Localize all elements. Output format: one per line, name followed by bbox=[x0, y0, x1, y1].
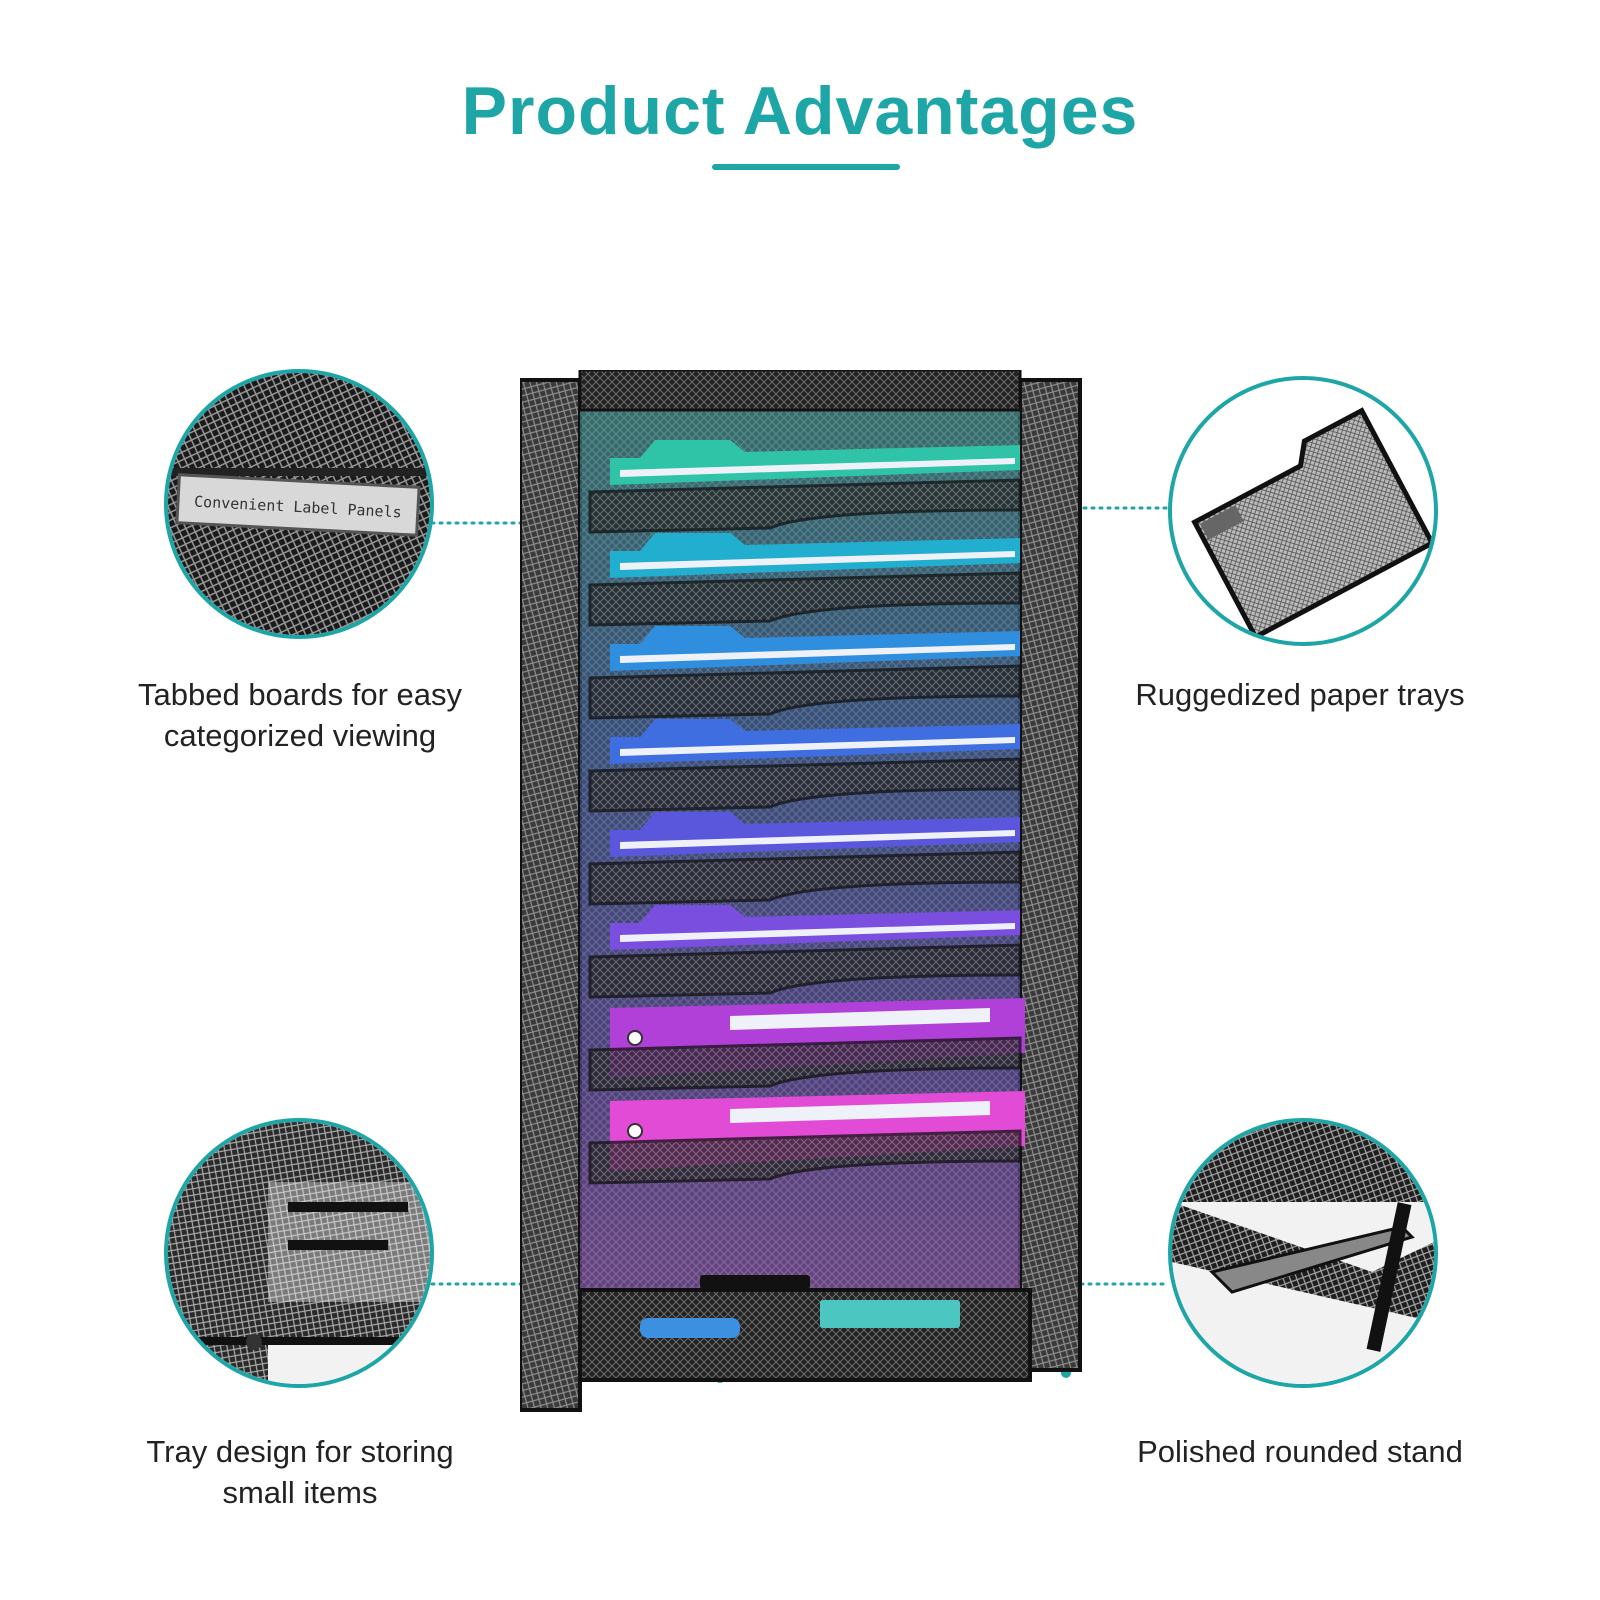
tray-lip bbox=[588, 1036, 1022, 1092]
paper-edge bbox=[620, 458, 1015, 477]
folder-tray-3 bbox=[588, 626, 1022, 720]
tray-lip bbox=[588, 571, 1022, 627]
wall-file-organizer bbox=[520, 370, 1082, 1412]
bottom-storage-tray bbox=[578, 1275, 1032, 1382]
folder-tray-6 bbox=[588, 905, 1022, 999]
page-title: Product Advantages bbox=[461, 73, 1139, 149]
feature-circle-rounded-stand bbox=[1168, 1118, 1438, 1388]
caption-line: small items bbox=[222, 1475, 378, 1510]
stand-detail-icon bbox=[1172, 1122, 1434, 1384]
paper-edge bbox=[620, 644, 1015, 663]
tray-detail-icon bbox=[168, 1122, 430, 1384]
tray-lip bbox=[588, 943, 1022, 999]
paper-edge bbox=[620, 737, 1015, 756]
paper-edge bbox=[620, 830, 1015, 849]
right-side-panel bbox=[1018, 378, 1082, 1372]
marker-item bbox=[640, 1318, 740, 1338]
folder-tray-8 bbox=[588, 1091, 1025, 1185]
binder-label-strip bbox=[730, 1101, 990, 1123]
folder-tray-5 bbox=[588, 812, 1022, 906]
paper-edge bbox=[620, 923, 1015, 942]
caption-rounded-stand: Polished rounded stand bbox=[1110, 1431, 1490, 1472]
caption-storage-tray: Tray design for storing small items bbox=[110, 1431, 490, 1513]
folder-tray-4 bbox=[588, 719, 1022, 813]
binder-ring-hole bbox=[627, 1030, 643, 1046]
feature-circle-label-panels: Convenient Label Panels bbox=[164, 369, 434, 639]
binder-ring-hole bbox=[627, 1123, 643, 1139]
sticky-notes-item bbox=[820, 1300, 960, 1328]
feature-circle-paper-trays bbox=[1168, 376, 1438, 646]
folder-tray-7 bbox=[588, 998, 1025, 1092]
paper-edge bbox=[620, 551, 1015, 570]
caption-line: Tray design for storing bbox=[146, 1434, 454, 1469]
folder-tray-1 bbox=[588, 440, 1022, 534]
binder-label-strip bbox=[730, 1008, 990, 1030]
caption-line: Polished rounded stand bbox=[1137, 1434, 1463, 1469]
tray-lip bbox=[588, 478, 1022, 534]
caption-line: Ruggedized paper trays bbox=[1135, 677, 1465, 712]
caption-line: categorized viewing bbox=[163, 718, 437, 753]
tray-lip bbox=[588, 850, 1022, 906]
mesh-detail-icon: Convenient Label Panels bbox=[168, 373, 430, 635]
folder-tray-2 bbox=[588, 533, 1022, 627]
caption-line: Tabbed boards for easy bbox=[138, 677, 462, 712]
caption-label-panels: Tabbed boards for easy categorized viewi… bbox=[110, 674, 490, 756]
tray-lip bbox=[588, 1129, 1022, 1185]
left-side-panel bbox=[520, 378, 582, 1412]
tray-stack bbox=[588, 440, 1025, 1185]
tray-lip bbox=[588, 664, 1022, 720]
feature-circle-storage-tray bbox=[164, 1118, 434, 1388]
folder-tray-icon bbox=[1191, 407, 1434, 641]
title-underline bbox=[712, 164, 900, 170]
clip-item bbox=[700, 1275, 810, 1289]
caption-paper-trays: Ruggedized paper trays bbox=[1110, 674, 1490, 715]
tray-lip bbox=[588, 757, 1022, 813]
